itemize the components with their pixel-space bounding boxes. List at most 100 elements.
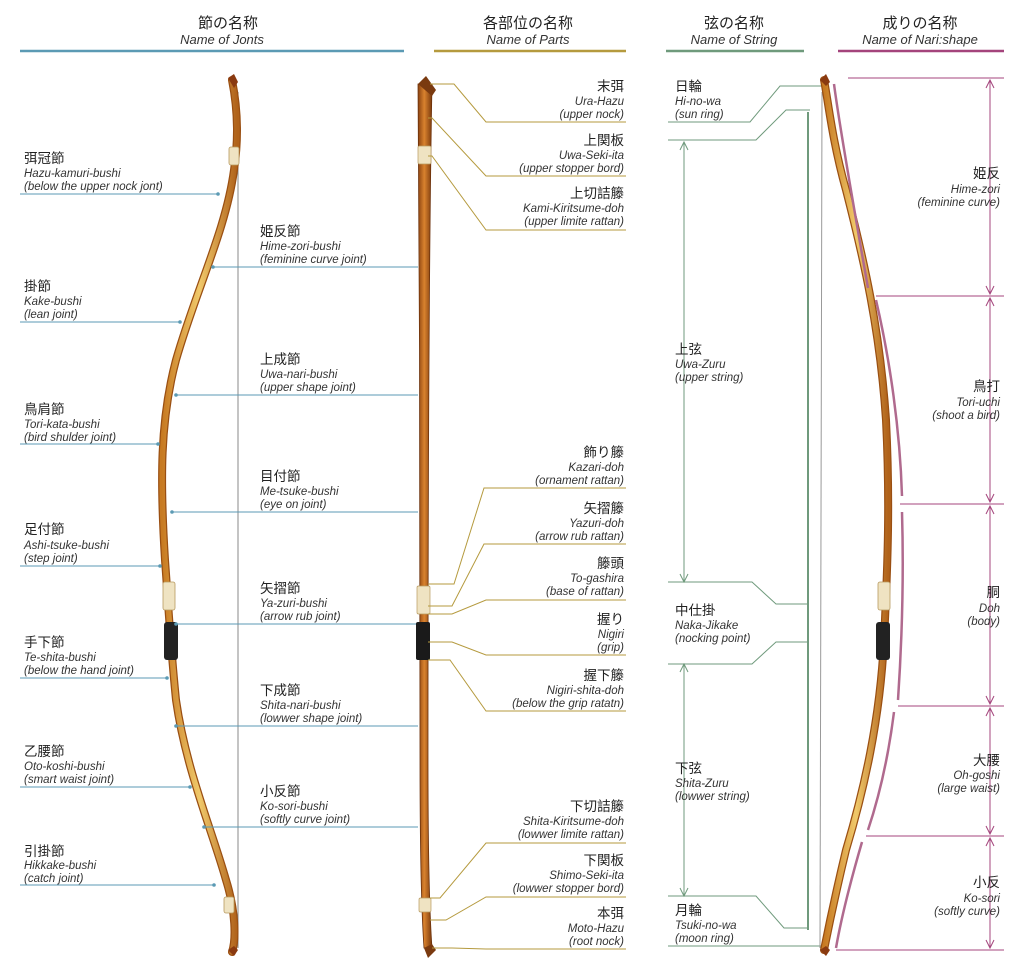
svg-text:Tori-uchi: Tori-uchi — [956, 397, 1000, 409]
svg-text:Moto-Hazu: Moto-Hazu — [568, 923, 625, 935]
svg-text:飾り籐: 飾り籐 — [584, 445, 625, 460]
string-label-tsuki-no-wa: 月輪 Tsuki-no-wa (moon ring) — [668, 895, 822, 947]
svg-text:Shita-nari-bushi: Shita-nari-bushi — [260, 700, 341, 712]
bow-front-lower-nock — [228, 946, 238, 956]
bow-side-upper-nock — [418, 76, 436, 96]
header-string: 弦の名称 Name of String — [666, 15, 804, 53]
svg-text:(shoot a bird): (shoot a bird) — [932, 410, 1000, 422]
svg-text:Me-tsuke-bushi: Me-tsuke-bushi — [260, 486, 339, 498]
svg-text:(lowwer stopper bord): (lowwer stopper bord) — [513, 883, 624, 895]
svg-text:Yazuri-doh: Yazuri-doh — [569, 518, 624, 530]
svg-text:Uwa-Zuru: Uwa-Zuru — [675, 359, 726, 371]
svg-text:(upper stopper bord): (upper stopper bord) — [519, 163, 624, 175]
bow-front-upper-nock — [228, 74, 238, 88]
svg-text:Kake-bushi: Kake-bushi — [24, 296, 82, 308]
nari-label-ko-sori: 小反 Ko-sori (softly curve) — [934, 875, 1000, 918]
bow-front-yazuri-rattan — [162, 581, 176, 611]
svg-text:Uwa-nari-bushi: Uwa-nari-bushi — [260, 369, 338, 381]
header-nari-jp: 成りの名称 — [882, 15, 957, 32]
svg-text:(upper shape joint): (upper shape joint) — [260, 382, 356, 394]
svg-text:小反節: 小反節 — [260, 784, 301, 799]
bow-shape-limb — [821, 77, 891, 953]
svg-text:末弭: 末弭 — [597, 79, 624, 94]
header-joints: 節の名称 Name of Jonts — [20, 14, 404, 53]
part-label-yazuri-doh: 矢摺籐 Yazuri-doh (arrow rub rattan) — [428, 501, 626, 607]
svg-text:胴: 胴 — [987, 585, 1001, 600]
svg-text:Uwa-Seki-ita: Uwa-Seki-ita — [559, 150, 624, 162]
svg-text:下関板: 下関板 — [584, 853, 625, 868]
svg-text:矢摺籐: 矢摺籐 — [584, 501, 625, 516]
string-label-uwa-zuru: 上弦 Uwa-Zuru (upper string) — [675, 342, 744, 384]
bow-shape-yazuri-rattan — [877, 581, 891, 611]
part-label-to-gashira: 籐頭 To-gashira (base of rattan) — [428, 556, 626, 615]
svg-text:(eye on joint): (eye on joint) — [260, 499, 327, 511]
part-label-nigiri-shita-doh: 握下籐 Nigiri-shita-doh (below the grip rat… — [428, 659, 626, 712]
nari-label-tori-uchi: 鳥打 Tori-uchi (shoot a bird) — [932, 378, 1000, 422]
joint-label-kake: 掛節 Kake-bushi (lean joint) — [20, 279, 182, 324]
string-label-hi-no-wa: 日輪 Hi-no-wa (sun ring) — [668, 78, 822, 141]
svg-text:握下籐: 握下籐 — [584, 668, 625, 683]
svg-text:上切詰籐: 上切詰籐 — [570, 186, 624, 201]
svg-text:小反: 小反 — [973, 875, 1000, 890]
svg-text:姫反節: 姫反節 — [260, 224, 301, 239]
part-label-moto-hazu: 本弭 Moto-Hazu (root nock) — [432, 906, 626, 950]
svg-text:(below the upper nock jont): (below the upper nock jont) — [24, 181, 163, 193]
joint-label-ya-zuri: 矢摺節 Ya-zuri-bushi (arrow rub joint) — [174, 581, 418, 626]
svg-text:(feminine curve joint): (feminine curve joint) — [260, 254, 367, 266]
svg-text:上関板: 上関板 — [584, 133, 625, 148]
svg-text:Ya-zuri-bushi: Ya-zuri-bushi — [260, 598, 327, 610]
svg-text:Tori-kata-bushi: Tori-kata-bushi — [24, 419, 100, 431]
bow-front-view — [158, 74, 242, 956]
header-parts-jp: 各部位の名称 — [483, 15, 573, 32]
svg-text:握り: 握り — [597, 612, 624, 627]
svg-text:中仕掛: 中仕掛 — [675, 603, 716, 618]
string-label-shita-zuru: 下弦 Shita-Zuru (lowwer string) — [675, 761, 750, 803]
part-label-kami-kiritsume-doh: 上切詰籐 Kami-Kiritsume-doh (upper limite ra… — [428, 155, 626, 231]
svg-text:Naka-Jikake: Naka-Jikake — [675, 620, 738, 632]
part-label-nigiri: 握り Nigiri (grip) — [428, 612, 626, 656]
header-string-en: Name of String — [691, 32, 778, 47]
svg-text:Hime-zori: Hime-zori — [951, 184, 1001, 196]
svg-text:Hime-zori-bushi: Hime-zori-bushi — [260, 241, 341, 253]
svg-text:大腰: 大腰 — [973, 753, 1000, 768]
svg-text:矢摺節: 矢摺節 — [260, 581, 301, 596]
nari-dimensions — [836, 77, 1004, 951]
svg-text:(feminine curve): (feminine curve) — [918, 197, 1001, 209]
bow-shape-view — [819, 74, 905, 956]
svg-text:Ko-sori: Ko-sori — [964, 893, 1001, 905]
header-parts: 各部位の名称 Name of Parts — [434, 15, 626, 53]
part-label-shimo-seki-ita: 下関板 Shimo-Seki-ita (lowwer stopper bord) — [430, 853, 626, 921]
header-joints-jp: 節の名称 — [198, 14, 258, 32]
svg-text:下成節: 下成節 — [260, 683, 301, 698]
bow-side-grip — [416, 622, 430, 660]
bow-side-lower-stopper — [418, 897, 432, 913]
svg-text:Doh: Doh — [979, 603, 1000, 615]
svg-text:Hi-no-wa: Hi-no-wa — [675, 96, 721, 108]
bow-front-limb — [159, 77, 240, 955]
svg-text:日輪: 日輪 — [675, 78, 703, 94]
bow-side-view — [416, 76, 436, 958]
svg-text:Tsuki-no-wa: Tsuki-no-wa — [675, 920, 737, 932]
header-nari-en: Name of Nari:shape — [862, 32, 978, 47]
joint-label-hikkake: 引掛節 Hikkake-bushi (catch joint) — [20, 844, 216, 887]
svg-text:(below the hand joint): (below the hand joint) — [24, 665, 134, 677]
svg-text:(softly curve): (softly curve) — [934, 906, 1000, 918]
bow-shape-upper-nock — [820, 74, 830, 86]
joint-label-shita-nari: 下成節 Shita-nari-bushi (lowwer shape joint… — [174, 683, 418, 728]
bow-front-grip — [164, 622, 178, 660]
part-label-uwa-seki-ita: 上関板 Uwa-Seki-ita (upper stopper bord) — [428, 117, 626, 177]
svg-text:(lowwer string): (lowwer string) — [675, 791, 750, 803]
svg-text:Te-shita-bushi: Te-shita-bushi — [24, 652, 96, 664]
bow-shape-string — [819, 91, 823, 949]
svg-text:Shita-Zuru: Shita-Zuru — [675, 778, 729, 790]
svg-text:引掛節: 引掛節 — [24, 844, 65, 859]
svg-text:Ko-sori-bushi: Ko-sori-bushi — [260, 801, 328, 813]
svg-text:(softly curve joint): (softly curve joint) — [260, 814, 350, 826]
nari-label-doh: 胴 Doh (body) — [967, 585, 1000, 628]
svg-text:目付節: 目付節 — [260, 469, 301, 484]
part-label-ura-hazu: 末弭 Ura-Hazu (upper nock) — [430, 79, 626, 123]
nari-label-oh-goshi: 大腰 Oh-goshi (large waist) — [937, 753, 1000, 795]
bow-side-body — [417, 83, 433, 949]
joint-label-tori-kata: 鳥肩節 Tori-kata-bushi (bird shulder joint) — [20, 402, 160, 446]
